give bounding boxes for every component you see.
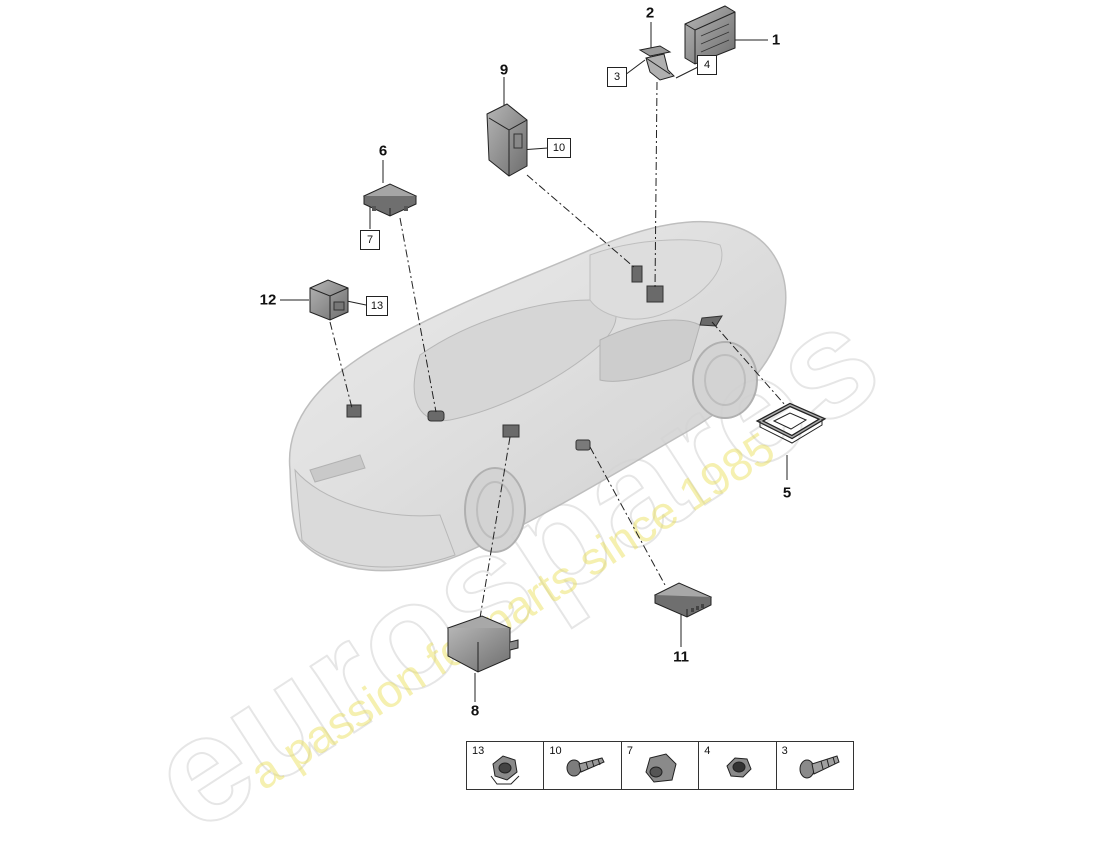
callout-2: 2: [645, 4, 655, 22]
car-front-wheel: [464, 467, 526, 553]
callout-5: 5: [782, 484, 792, 502]
callout-1: 1: [771, 31, 781, 49]
fastener-cell: 3: [775, 742, 853, 789]
fastener-cell: 10: [543, 742, 620, 789]
flange-nut-icon: [490, 755, 520, 785]
bolt-icon: [799, 755, 840, 779]
boxed-ref-13: 13: [366, 296, 388, 316]
fastener-number: 3: [781, 745, 788, 757]
vehicle-ghost: [288, 220, 787, 572]
fastener-cell: 13: [467, 742, 543, 789]
part-6-control-unit: [362, 183, 418, 217]
fastener-table: 13 10 7 4: [466, 741, 854, 790]
callout-8: 8: [470, 702, 480, 720]
part-11-control-unit: [653, 582, 713, 618]
hex-nut-icon: [726, 757, 752, 778]
part-1-control-unit: [684, 5, 736, 65]
fastener-cell: 4: [698, 742, 775, 789]
part-9-control-unit: [486, 103, 528, 177]
fastener-number: 4: [704, 745, 711, 757]
boxed-ref-10: 10: [547, 138, 571, 158]
callout-11: 11: [673, 648, 689, 666]
boxed-ref-3: 3: [607, 67, 627, 87]
car-rear-wheel: [692, 341, 758, 419]
installed-module-9: [631, 265, 643, 283]
installed-module-1: [646, 285, 664, 303]
fastener-cell: 7: [620, 742, 698, 789]
self-tapping-screw-icon: [566, 757, 606, 777]
car-front-bumper: [294, 468, 456, 568]
callout-12: 12: [259, 291, 277, 309]
car-headlight: [309, 454, 366, 483]
callout-9: 9: [499, 61, 509, 79]
part-5-mounting-frame: [755, 402, 827, 444]
part-8-control-unit: [446, 615, 519, 673]
callout-6: 6: [378, 142, 388, 160]
fastener-number: 10: [549, 745, 562, 757]
boxed-ref-4: 4: [697, 55, 717, 75]
installed-module-8: [502, 424, 520, 438]
installed-module-11: [575, 439, 591, 451]
fastener-number: 13: [472, 745, 485, 757]
boxed-ref-7: 7: [360, 230, 380, 250]
fastener-number: 7: [626, 745, 633, 757]
installed-module-6: [427, 410, 445, 422]
leader-lines: [329, 81, 786, 619]
part-2-bracket: [638, 45, 675, 81]
part-12-control-unit: [309, 279, 349, 321]
parts-diagram: eurospares a passion for parts since 198…: [120, 4, 909, 864]
installed-module-12: [346, 404, 362, 418]
diagram-canvas: [280, 5, 827, 702]
car-side-window: [599, 319, 701, 382]
car-roof: [589, 239, 723, 320]
clip-nut-icon: [645, 753, 677, 783]
